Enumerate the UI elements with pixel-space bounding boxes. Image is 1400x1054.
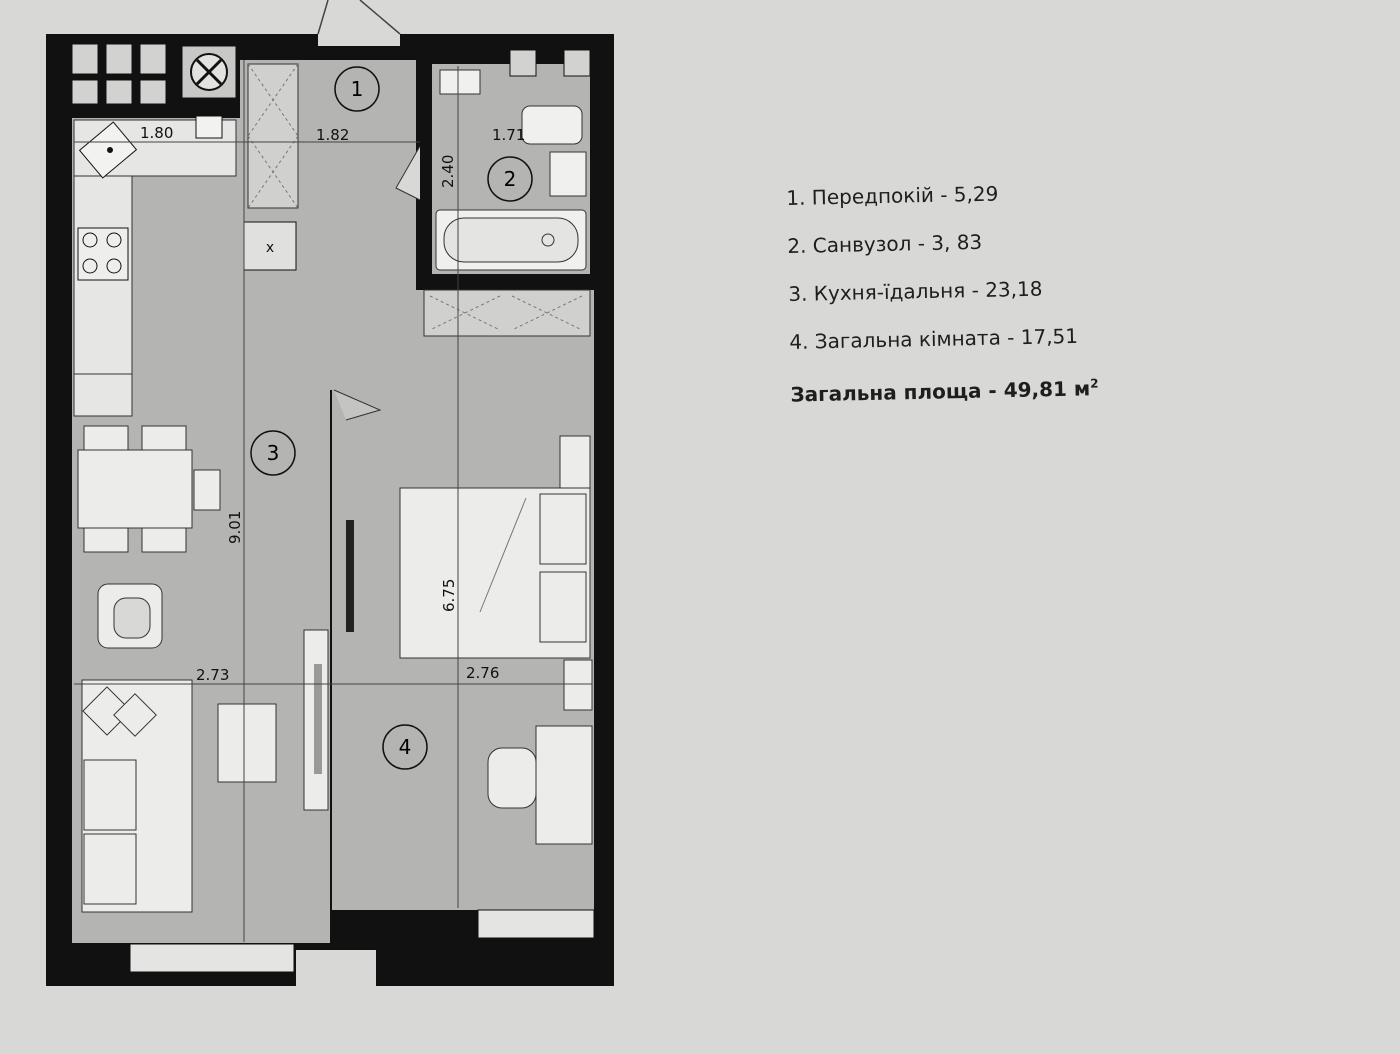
room-number-4: 4	[382, 724, 428, 770]
dimension-bath-side: 2.40	[439, 155, 457, 188]
legend-row-3: 3. Кухня-їдальня - 23,18	[788, 276, 1043, 306]
room-number-3: 3	[250, 430, 296, 476]
room-legend: 1. Передпокій - 5,29 2. Санвузол - 3, 83…	[786, 176, 1099, 422]
svg-text:2: 2	[504, 167, 517, 191]
windows	[129, 909, 595, 973]
svg-text:4: 4	[399, 735, 412, 759]
svg-text:1: 1	[351, 77, 364, 101]
stove-icon	[77, 227, 129, 281]
coffee-table	[217, 703, 277, 783]
sink-icon	[78, 121, 138, 179]
dimension-room-length: 6.75	[440, 579, 458, 612]
dimension-hall-top: 1.82	[316, 126, 349, 144]
svg-text:3: 3	[267, 441, 280, 465]
armchair-icon	[97, 583, 163, 649]
bathroom-door	[395, 145, 421, 201]
tv-stand	[303, 629, 329, 811]
hall-wardrobe	[247, 63, 299, 209]
vent-grid	[71, 43, 591, 105]
bed	[399, 487, 591, 659]
utility-shaft	[243, 221, 297, 271]
toilet-icon	[195, 115, 223, 139]
legend-row-4: 4. Загальна кімната - 17,51	[789, 323, 1079, 354]
dimension-bath-top: 1.71	[492, 126, 525, 144]
room-wardrobe	[423, 289, 591, 337]
desk	[487, 725, 593, 845]
dimension-lines	[74, 60, 592, 942]
shaft-mark: x	[266, 240, 274, 256]
ventilation-fan-icon	[181, 45, 237, 99]
legend-row-1: 1. Передпокій - 5,29	[786, 181, 999, 210]
entry-door	[317, 0, 401, 46]
room-number-1: 1	[334, 66, 380, 112]
dimension-living-length: 9.01	[226, 511, 244, 544]
total-area-unit-sup: 2	[1089, 376, 1099, 391]
legend-total: Загальна площа - 49,81 м2	[790, 368, 1099, 422]
nightstand	[559, 435, 593, 711]
dimension-living-width: 2.73	[196, 666, 229, 684]
dimension-kitchen-top: 1.80	[140, 124, 173, 142]
sofa	[81, 679, 193, 913]
floor-plan: 1 2 3 4 1.80 1.82 1.71 2.40 9.01 6.75 2.…	[46, 0, 614, 986]
dimension-room-width: 2.76	[466, 664, 499, 682]
legend-row-2: 2. Санвузол - 3, 83	[787, 229, 983, 258]
total-area-label: Загальна площа - 49,81 м	[790, 376, 1091, 407]
room-number-2: 2	[487, 156, 533, 202]
room-door	[333, 389, 382, 632]
bathroom-fixtures	[435, 69, 587, 271]
dining-table	[77, 425, 221, 553]
